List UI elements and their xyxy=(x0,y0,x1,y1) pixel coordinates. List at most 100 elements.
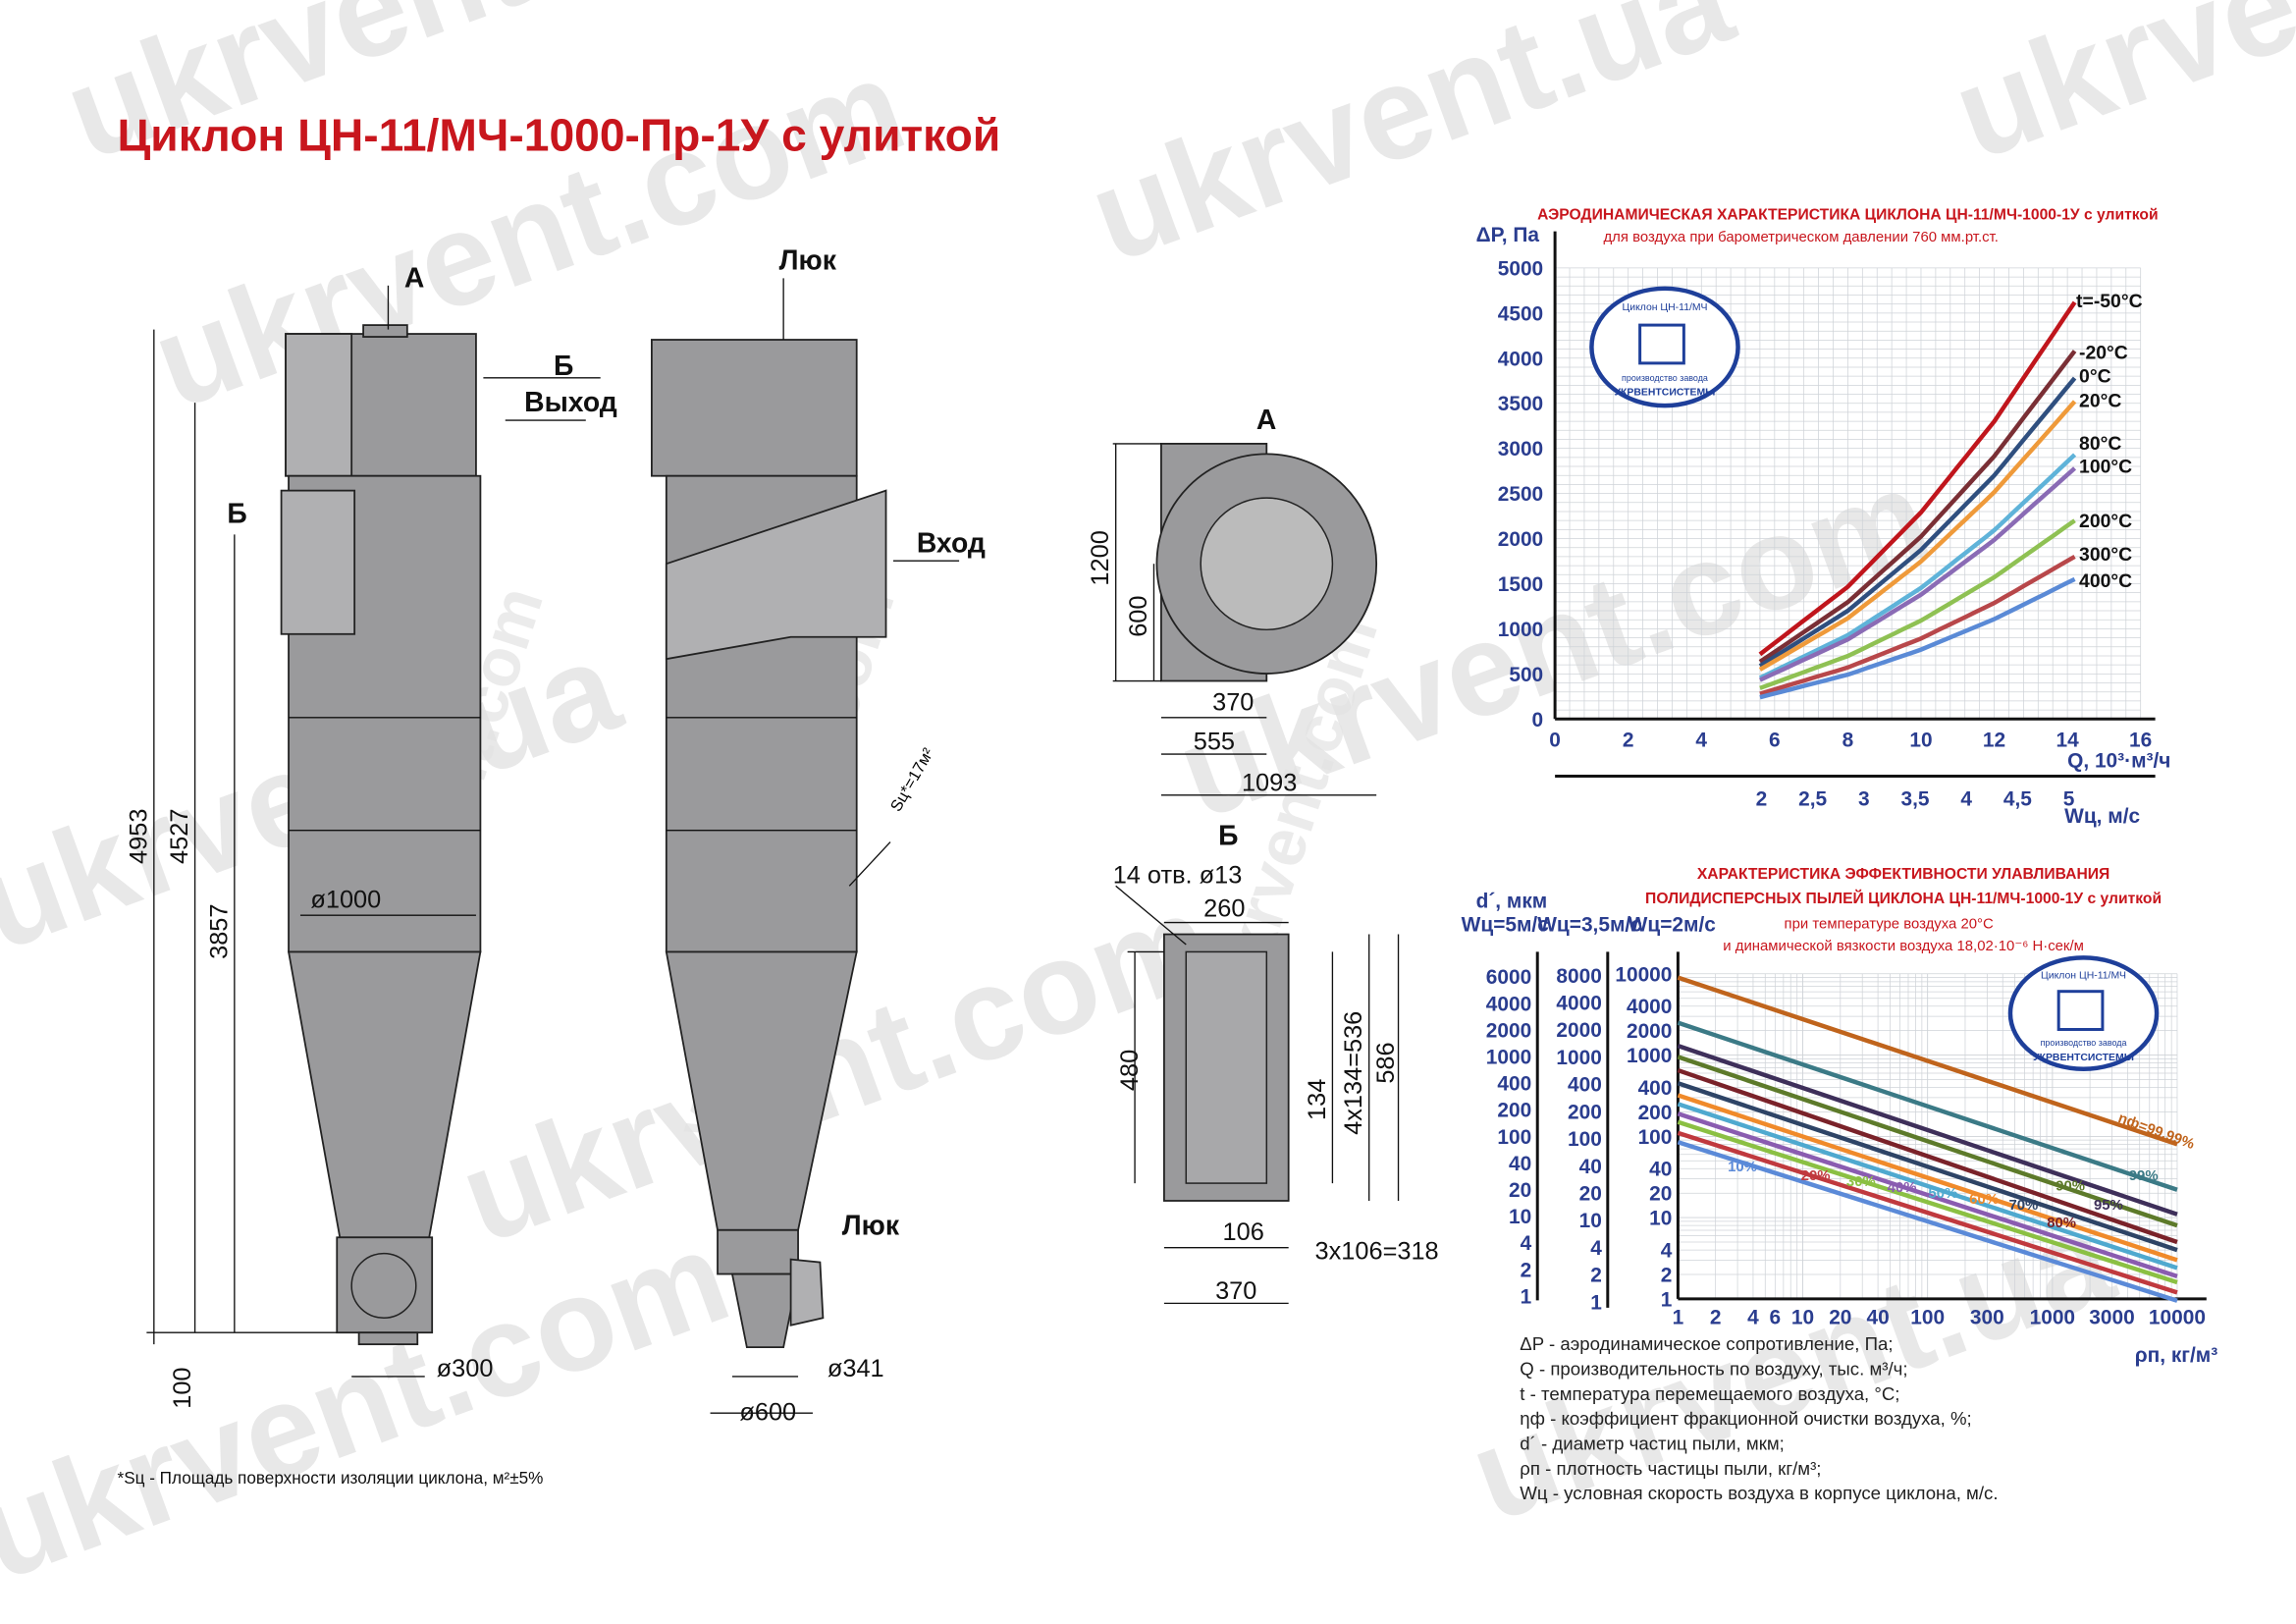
series-line xyxy=(1677,1020,2178,1192)
chart2-yaxis-w5: Wц=5м/с xyxy=(1462,914,1549,937)
x-tick-label: 14 xyxy=(2056,730,2080,752)
chart2-title: ХАРАКТЕРИСТИКА ЭФФЕКТИВНОСТИ УЛАВЛИВАНИЯ xyxy=(1697,866,2109,883)
y-tick-label-w5: 400 xyxy=(1497,1073,1531,1096)
series-line xyxy=(1677,1119,2178,1285)
series-line xyxy=(1758,376,2077,669)
y-tick-label: 3000 xyxy=(1498,438,1543,460)
y-tick-label-w5: 100 xyxy=(1497,1126,1531,1149)
dim-3857: 3857 xyxy=(205,903,233,958)
dim-370: 370 xyxy=(1212,688,1254,716)
x-tick-label: 10000 xyxy=(2149,1306,2206,1328)
x2-tick-label: 2,5 xyxy=(1798,787,1827,810)
y-tick-label-w35: 2 xyxy=(1590,1265,1602,1287)
y-tick-label: 1000 xyxy=(1627,1045,1672,1067)
label-hatch-top: Люк xyxy=(779,244,837,276)
legend-item: t - температура перемещаемого воздуха, °… xyxy=(1520,1383,1899,1404)
factory-stamp: Циклон ЦН-11/МЧ производство завода УКРВ… xyxy=(2007,955,2160,1071)
chart2-subtitle2: и динамической вязкости воздуха 18,02·10… xyxy=(1723,939,2084,954)
y-tick-label-w5: 10 xyxy=(1509,1206,1531,1228)
x2-tick-label: 3,5 xyxy=(1900,787,1929,810)
dim-d341: ø341 xyxy=(828,1355,884,1382)
dim-586: 586 xyxy=(1372,1042,1400,1083)
series-label: t=-50°C xyxy=(2076,291,2143,312)
x-tick-label: 3000 xyxy=(2089,1306,2134,1328)
y-tick-label-w35: 1000 xyxy=(1556,1047,1601,1069)
y-tick-label: 1 xyxy=(1661,1288,1673,1311)
label-inlet: Вход xyxy=(917,527,986,559)
x-tick-label: 12 xyxy=(1983,730,2005,752)
legend-item: Wц - условная скорость воздуха в корпусе… xyxy=(1520,1483,1998,1503)
label-view-a: А xyxy=(404,262,424,294)
series-label: 90% xyxy=(2056,1179,2085,1195)
series-label: 300°C xyxy=(2079,544,2132,566)
symbols-legend: ΔP - аэродинамическое сопротивление, Па;… xyxy=(1520,1333,1998,1503)
dim-260: 260 xyxy=(1203,895,1245,923)
y-tick-label: 20 xyxy=(1649,1183,1672,1206)
series-line xyxy=(1677,1055,2178,1228)
y-tick-label-w35: 200 xyxy=(1568,1101,1602,1123)
chart1-subtitle: для воздуха при барометрическом давлении… xyxy=(1603,230,1998,245)
y-tick-label-w35: 8000 xyxy=(1556,965,1601,988)
y-tick-label-w35: 1 xyxy=(1590,1291,1602,1314)
y-tick-label: 2000 xyxy=(1627,1020,1672,1043)
series-label: -20°C xyxy=(2079,342,2128,363)
y-tick-label-w5: 200 xyxy=(1497,1100,1531,1122)
x2-tick-label: 5 xyxy=(2063,787,2075,810)
dim-1093: 1093 xyxy=(1242,769,1297,796)
y-tick-label: 2 xyxy=(1661,1264,1673,1286)
chart1-x2label: Wц, м/с xyxy=(2064,805,2140,828)
y-tick-label-w35: 4 xyxy=(1590,1237,1602,1260)
series-line xyxy=(1758,350,2077,664)
chart2-title2: ПОЛИДИСПЕРСНЫХ ПЫЛЕЙ ЦИКЛОНА ЦН-11/МЧ-10… xyxy=(1645,889,2162,907)
legend-item: Q - производительность по воздуху, тыс. … xyxy=(1520,1358,1907,1379)
y-tick-label: 4000 xyxy=(1627,996,1672,1018)
x-tick-label: 300 xyxy=(1970,1306,2004,1328)
chart2-series xyxy=(1677,975,2178,1303)
y-tick-label-w5: 4 xyxy=(1521,1232,1532,1255)
series-label: 80°C xyxy=(2079,433,2121,455)
series-label: 30% xyxy=(1846,1174,1876,1190)
series-label: 400°C xyxy=(2079,570,2132,592)
y-tick-label: 500 xyxy=(1509,664,1543,686)
legend-item: ΔP - аэродинамическое сопротивление, Па; xyxy=(1520,1333,1893,1354)
y-tick-label-w35: 400 xyxy=(1568,1074,1602,1097)
dim-holes: 14 отв. ø13 xyxy=(1113,861,1243,889)
y-tick-label: 100 xyxy=(1638,1126,1673,1149)
y-tick-label-w5: 20 xyxy=(1509,1179,1531,1202)
y-tick-label: 1500 xyxy=(1498,573,1543,596)
label-section-b-title: Б xyxy=(1218,821,1238,852)
cyclone-side-view xyxy=(651,278,960,1414)
aerodynamic-chart: АЭРОДИНАМИЧЕСКАЯ ХАРАКТЕРИСТИКА ЦИКЛОНА … xyxy=(1476,207,2171,828)
dim-100: 100 xyxy=(169,1367,196,1408)
series-label: 70% xyxy=(2008,1198,2038,1214)
y-tick-label-w5: 1 xyxy=(1521,1285,1532,1308)
series-line xyxy=(1677,975,2178,1147)
series-line xyxy=(1758,453,2077,680)
y-tick-label-w35: 10 xyxy=(1579,1210,1602,1232)
dim-370-b: 370 xyxy=(1215,1277,1256,1305)
stamp-text: производство завода xyxy=(1622,373,1708,383)
y-tick-label-w5: 2000 xyxy=(1486,1019,1531,1042)
y-tick-label-w35: 20 xyxy=(1579,1182,1602,1205)
x-tick-label: 6 xyxy=(1769,730,1781,752)
series-line xyxy=(1677,1093,2178,1263)
x-tick-label: 0 xyxy=(1549,730,1561,752)
series-line xyxy=(1759,518,2076,690)
top-view-a xyxy=(1112,443,1378,796)
y-tick-label-w5: 40 xyxy=(1509,1153,1531,1175)
series-label: 80% xyxy=(2047,1216,2076,1231)
efficiency-chart: ХАРАКТЕРИСТИКА ЭФФЕКТИВНОСТИ УЛАВЛИВАНИЯ… xyxy=(1462,866,2218,1367)
label-outlet: Выход xyxy=(524,387,617,418)
y-tick-label: 4000 xyxy=(1498,348,1543,370)
label-view-a-title: А xyxy=(1256,405,1276,436)
series-label: 20% xyxy=(1801,1168,1831,1184)
x-tick-label: 1000 xyxy=(2030,1306,2075,1328)
dim-480: 480 xyxy=(1116,1050,1144,1091)
page-title: Циклон ЦН-11/МЧ-1000-Пр-1У с улиткой xyxy=(118,110,1001,161)
y-tick-label: 200 xyxy=(1638,1102,1673,1124)
y-tick-label: 2500 xyxy=(1498,483,1543,506)
x-tick-label: 20 xyxy=(1829,1306,1851,1328)
stamp-text: УКРВЕНТСИСТЕМЫ xyxy=(1615,388,1716,399)
